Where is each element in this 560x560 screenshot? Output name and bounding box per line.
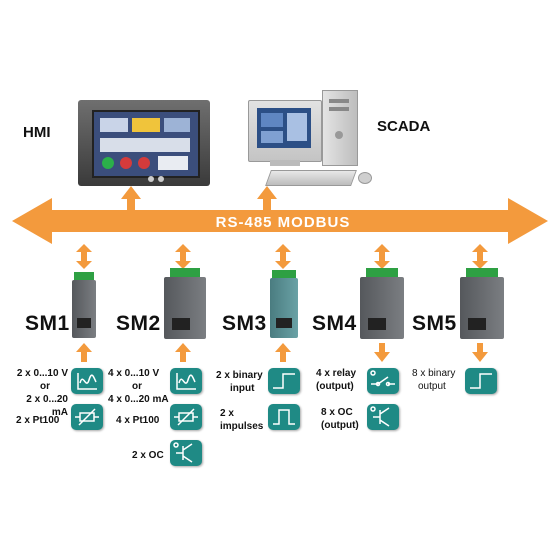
- step-signal-icon: [465, 368, 497, 394]
- open-collector-transistor-icon: [367, 404, 399, 430]
- sm4-relay-text: 4 x relay (output): [316, 368, 357, 392]
- relay-switch-icon: [367, 368, 399, 394]
- analog-signal-icon: [71, 368, 103, 394]
- pulse-icon: [268, 404, 300, 430]
- bus-label: RS-485 MODBUS: [216, 214, 351, 231]
- sm5-binary-text: 8 x binary output: [412, 368, 456, 392]
- scada-link-arrow: [257, 186, 277, 210]
- sm3-binary-text: 2 x binary input: [216, 370, 263, 394]
- sm4-oc-text: 8 x OC (output): [321, 407, 359, 431]
- module-sm1-label: SM1: [25, 312, 70, 335]
- module-sm2-label: SM2: [116, 312, 161, 335]
- module-sm4-label: SM4: [312, 312, 357, 335]
- sm2-oc-text: 2 x OC: [132, 450, 164, 461]
- hmi-label: HMI: [23, 124, 51, 141]
- module-sm2-device: [154, 268, 216, 340]
- step-signal-icon: [268, 368, 300, 394]
- rs485-bus-arrow: [12, 198, 548, 244]
- module-link-arrows: [76, 244, 488, 269]
- io-arrows: [76, 343, 488, 362]
- resistor-pt100-icon: [71, 404, 103, 430]
- analog-signal-icon: [170, 368, 202, 394]
- sm1-io-text: 2 x 0...10 V or 2 x 0...20 mA: [16, 368, 68, 418]
- scada-label: SCADA: [377, 118, 431, 135]
- hmi-panel: [78, 100, 210, 186]
- open-collector-transistor-icon: [170, 440, 202, 466]
- module-sm5-label: SM5: [412, 312, 457, 335]
- resistor-pt100-icon: [170, 404, 202, 430]
- module-sm3-device: [262, 270, 306, 340]
- sm3-impulse-text: 2 x impulses: [220, 408, 264, 432]
- scada-computer: [246, 88, 372, 190]
- sm2-pt100-text: 4 x Pt100: [116, 415, 160, 426]
- sm2-io-text: 4 x 0...10 V or 4 x 0...20 mA: [108, 368, 169, 405]
- module-sm3-label: SM3: [222, 312, 267, 335]
- sm1-pt100-text: 2 x Pt100: [16, 415, 60, 426]
- hmi-link-arrow: [121, 186, 141, 210]
- module-sm1-device: [64, 272, 104, 340]
- module-sm5-device: [450, 268, 514, 340]
- module-sm4-device: [350, 268, 414, 340]
